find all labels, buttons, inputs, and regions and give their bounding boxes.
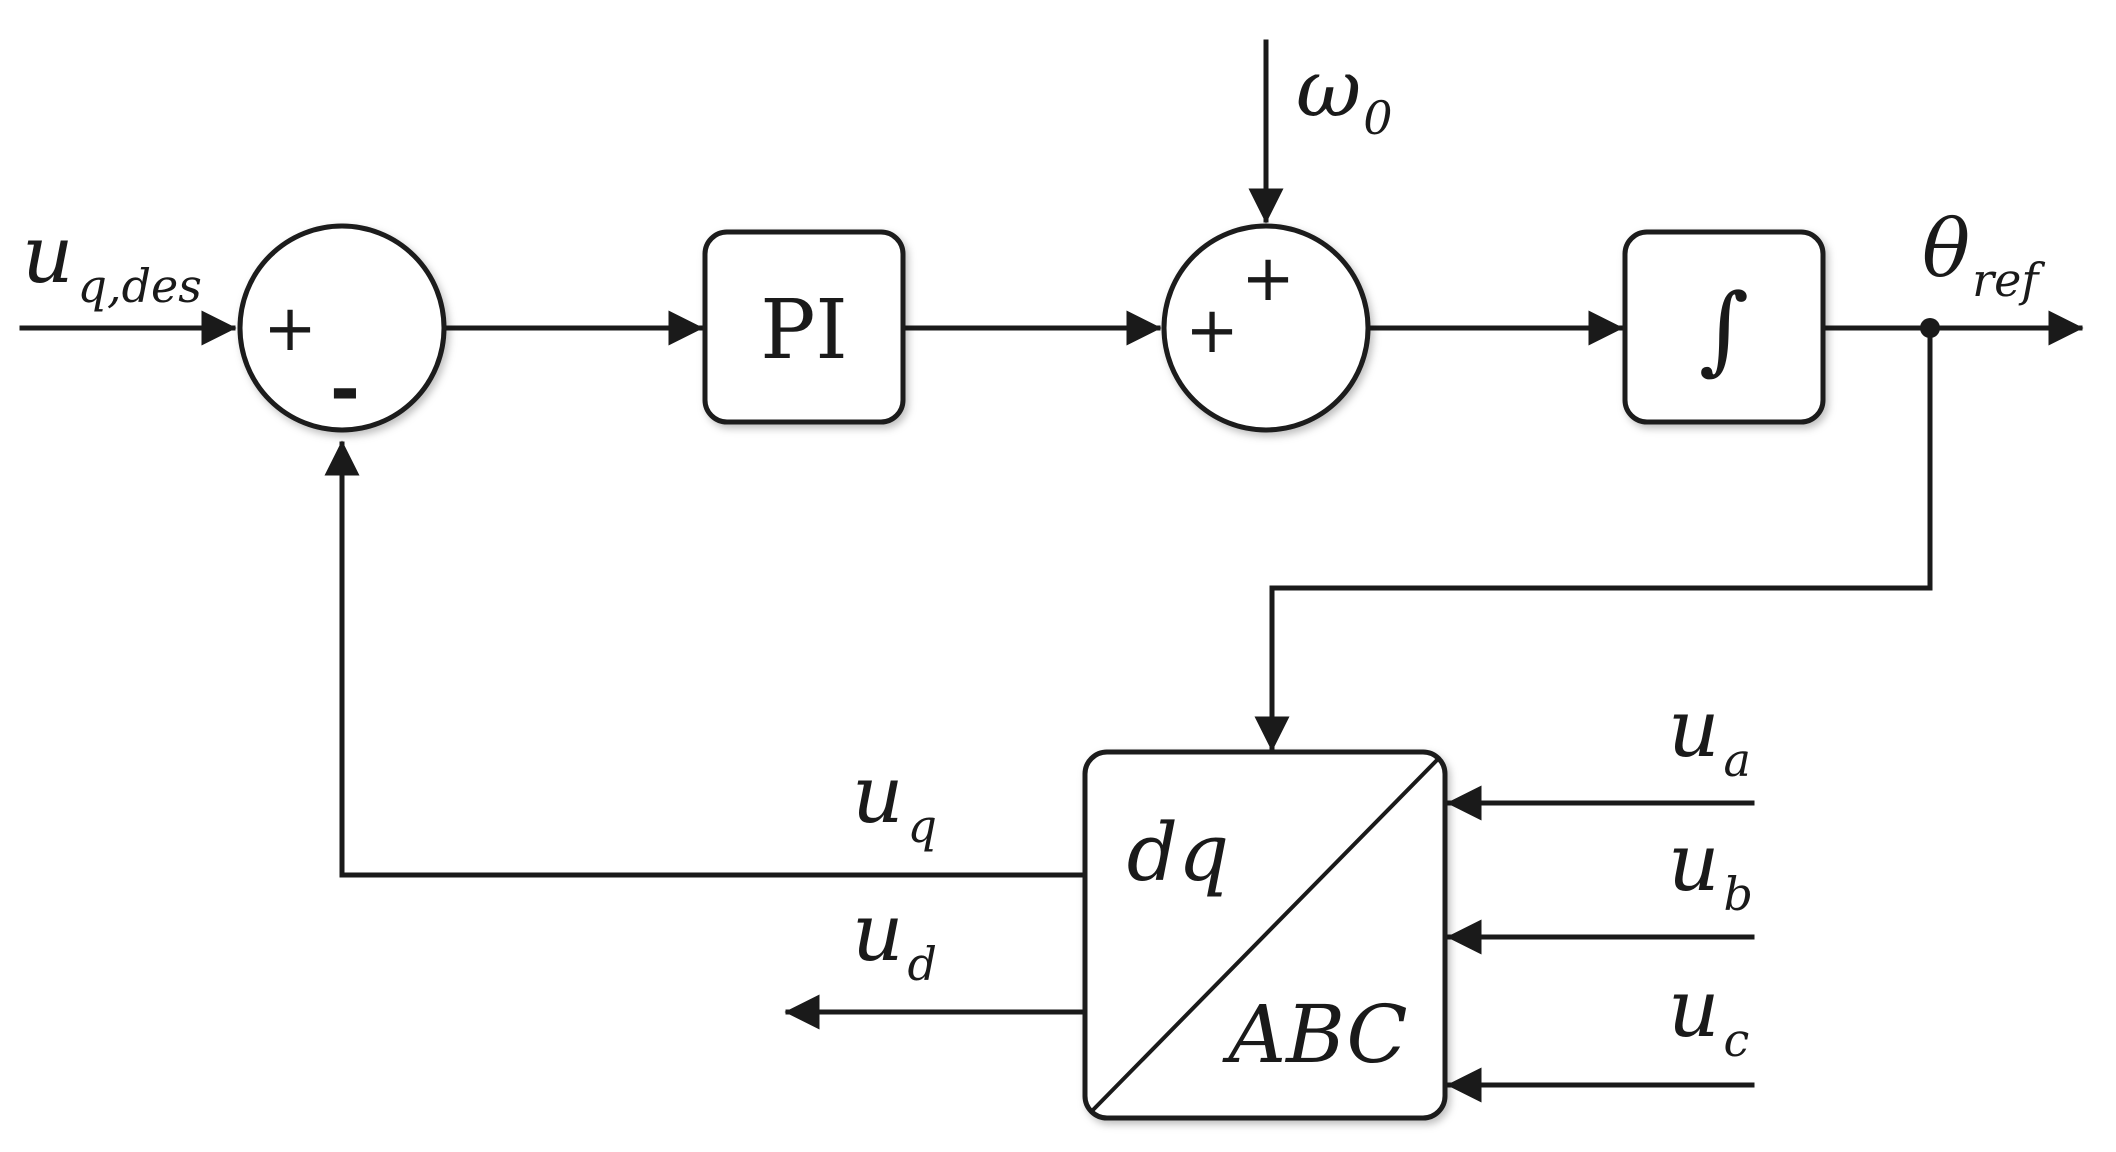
- label-ud: ud: [852, 886, 937, 991]
- label-ua: ua: [1668, 682, 1751, 787]
- integrator-symbol: ∫: [1699, 273, 1749, 385]
- wire-uq-feedback: [324, 440, 1088, 878]
- sum2-plus-left-sign: +: [1185, 294, 1239, 368]
- label-uq-des: uq,des: [22, 208, 202, 313]
- sum1-minus-sign: -: [330, 347, 360, 431]
- wire-theta-feedback: [1254, 325, 1933, 752]
- integrator-block: ∫: [1622, 229, 1826, 425]
- pi-block: PI: [702, 229, 906, 425]
- pi-block-label: PI: [760, 283, 848, 378]
- transform-label-dq: dq: [1127, 806, 1229, 899]
- transform-diagonal: [1088, 755, 1442, 1115]
- label-ub: ub: [1668, 816, 1753, 921]
- label-theta-ref: θref: [1922, 202, 2045, 307]
- sum2-plus-top-sign: +: [1241, 242, 1295, 316]
- summing-junction-1: + -: [237, 223, 447, 433]
- dq-abc-transform-block: dq ABC: [1082, 749, 1448, 1121]
- summing-junction-2: + +: [1161, 223, 1371, 433]
- label-omega0: ω0: [1296, 42, 1393, 145]
- sum1-plus-sign: +: [263, 292, 317, 366]
- branch-point: [1920, 318, 1940, 338]
- transform-label-abc: ABC: [1221, 988, 1407, 1081]
- label-uq: uq: [852, 748, 937, 853]
- label-uc: uc: [1668, 962, 1749, 1067]
